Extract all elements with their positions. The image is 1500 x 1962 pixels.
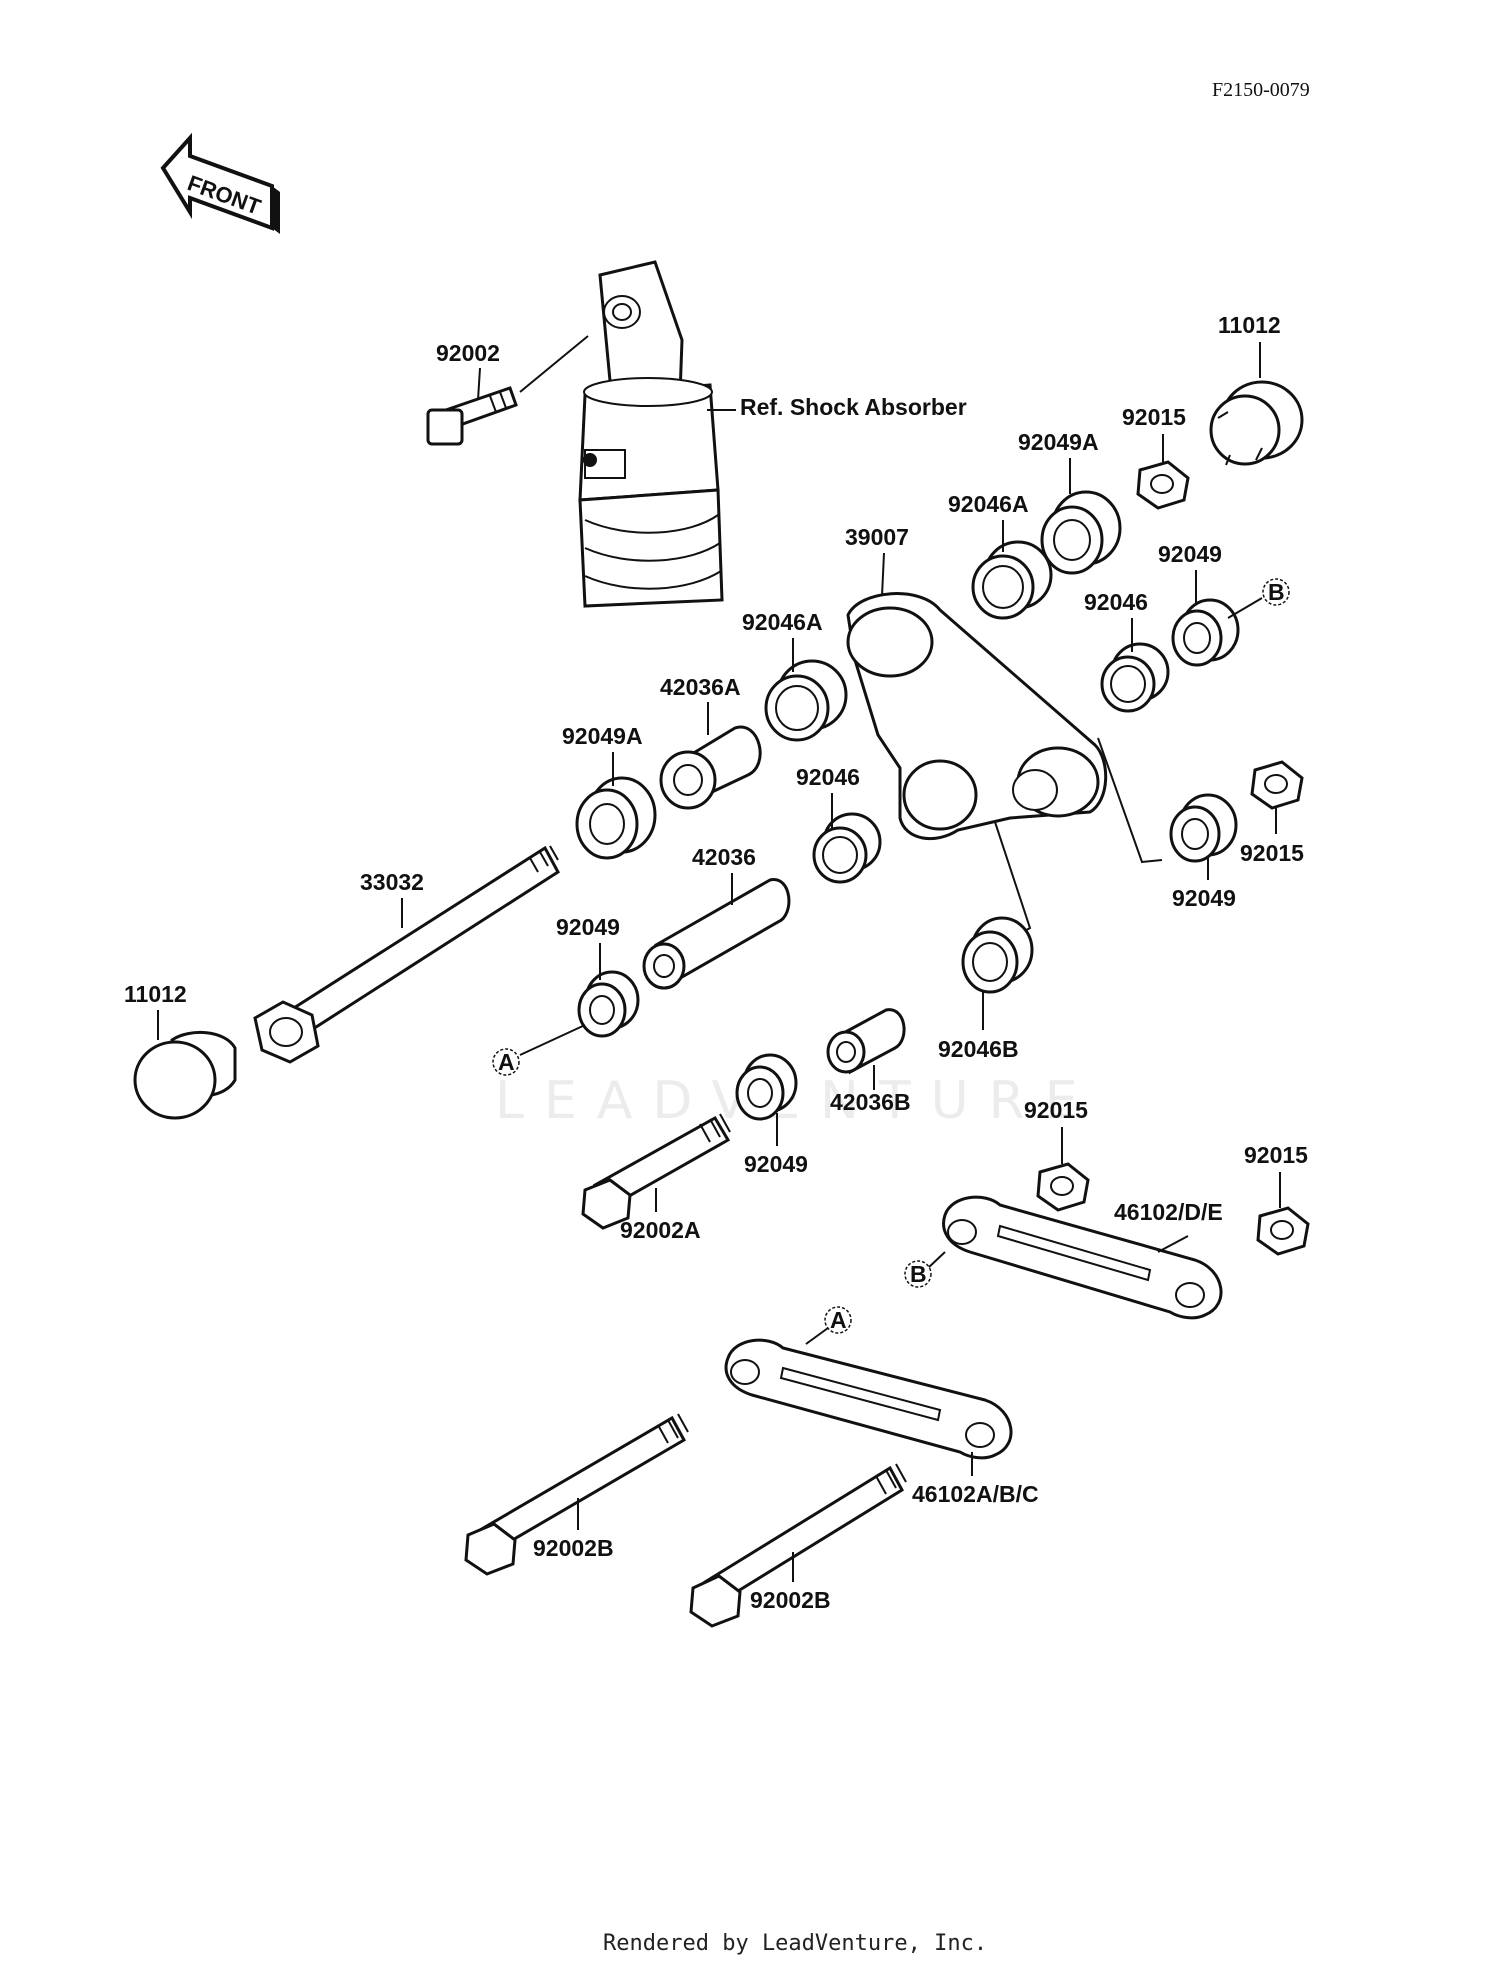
rocker-arm-39007 (846, 592, 1108, 840)
collar-92049-bottom (735, 1053, 798, 1121)
collar-92049-upper-right (1171, 598, 1240, 667)
cap-11012-top (1209, 380, 1304, 466)
nut-92015-middle (1036, 1162, 1090, 1212)
label-92046B: 92046B (938, 1036, 1019, 1062)
label-92002A: 92002A (620, 1217, 701, 1243)
label-46102-D-E: 46102/D/E (1114, 1199, 1223, 1225)
label-92015-middle: 92015 (1024, 1097, 1088, 1123)
nut-92015-far-right (1256, 1206, 1310, 1256)
label-92049A-left: 92049A (562, 723, 643, 749)
bolt-92002B-left (464, 1413, 689, 1576)
label-92015-far-right: 92015 (1244, 1142, 1308, 1168)
label-92049-bottom: 92049 (744, 1151, 808, 1177)
nut-92015-right (1250, 760, 1304, 810)
shock-absorber (578, 260, 724, 608)
label-92002B-right: 92002B (750, 1587, 831, 1613)
shock-ref-label: Ref. Shock Absorber (740, 394, 967, 420)
label-92046A-left: 92046A (742, 609, 823, 635)
ref-a-lower: A (830, 1307, 847, 1333)
bolt-92002A (581, 1113, 731, 1230)
label-92049-left: 92049 (556, 914, 620, 940)
label-33032: 33032 (360, 869, 424, 895)
bolt-92002 (426, 386, 518, 446)
bearing-92046A-left (764, 659, 848, 742)
sleeve-42036 (642, 878, 791, 990)
bolt-92002B-right (689, 1463, 907, 1628)
label-92046A-top: 92046A (948, 491, 1029, 517)
ref-b-lower: B (910, 1261, 927, 1287)
label-92015-right: 92015 (1240, 840, 1304, 866)
sleeve-42036B (826, 1008, 906, 1075)
cap-11012-left (133, 1030, 237, 1120)
label-39007: 39007 (845, 524, 909, 550)
label-46102A-B-C: 46102A/B/C (912, 1481, 1039, 1507)
label-42036B: 42036B (830, 1089, 911, 1115)
label-42036: 42036 (692, 844, 756, 870)
label-92046-right: 92046 (1084, 589, 1148, 615)
label-92049-right: 92049 (1172, 885, 1236, 911)
diagram-ref-code: F2150-0079 (1212, 79, 1310, 101)
bearing-92046A-top (971, 540, 1053, 620)
ref-b-upper: B (1268, 579, 1285, 605)
ref-a-left: A (498, 1049, 515, 1075)
collar-92049A-top (1040, 490, 1122, 575)
bearing-92046-middle (812, 812, 882, 884)
footer-credit: Rendered by LeadVenture, Inc. (603, 1931, 987, 1956)
tie-rod-46102-D-E (942, 1195, 1223, 1320)
label-92015-top: 92015 (1122, 404, 1186, 430)
label-42036A: 42036A (660, 674, 741, 700)
bearing-92046-right (1100, 642, 1170, 713)
sleeve-42036A (659, 725, 762, 810)
collar-92049A-left (575, 776, 657, 860)
collar-92049-right (1169, 793, 1238, 863)
leader-92002 (477, 367, 481, 401)
label-92002: 92002 (436, 340, 500, 366)
front-arrow-icon: FRONT (160, 132, 280, 234)
tie-rod-46102A-B-C (724, 1338, 1013, 1460)
label-92002B-left: 92002B (533, 1535, 614, 1561)
collar-92049-left (577, 970, 640, 1038)
shaft-33032 (253, 845, 560, 1064)
label-11012-top: 11012 (1218, 312, 1281, 338)
label-92049-upper-right: 92049 (1158, 541, 1222, 567)
label-11012-left: 11012 (124, 981, 187, 1007)
bearing-92046B (961, 916, 1034, 994)
nut-92015-top (1136, 460, 1190, 510)
label-92049A-top: 92049A (1018, 429, 1099, 455)
label-92046-middle: 92046 (796, 764, 860, 790)
